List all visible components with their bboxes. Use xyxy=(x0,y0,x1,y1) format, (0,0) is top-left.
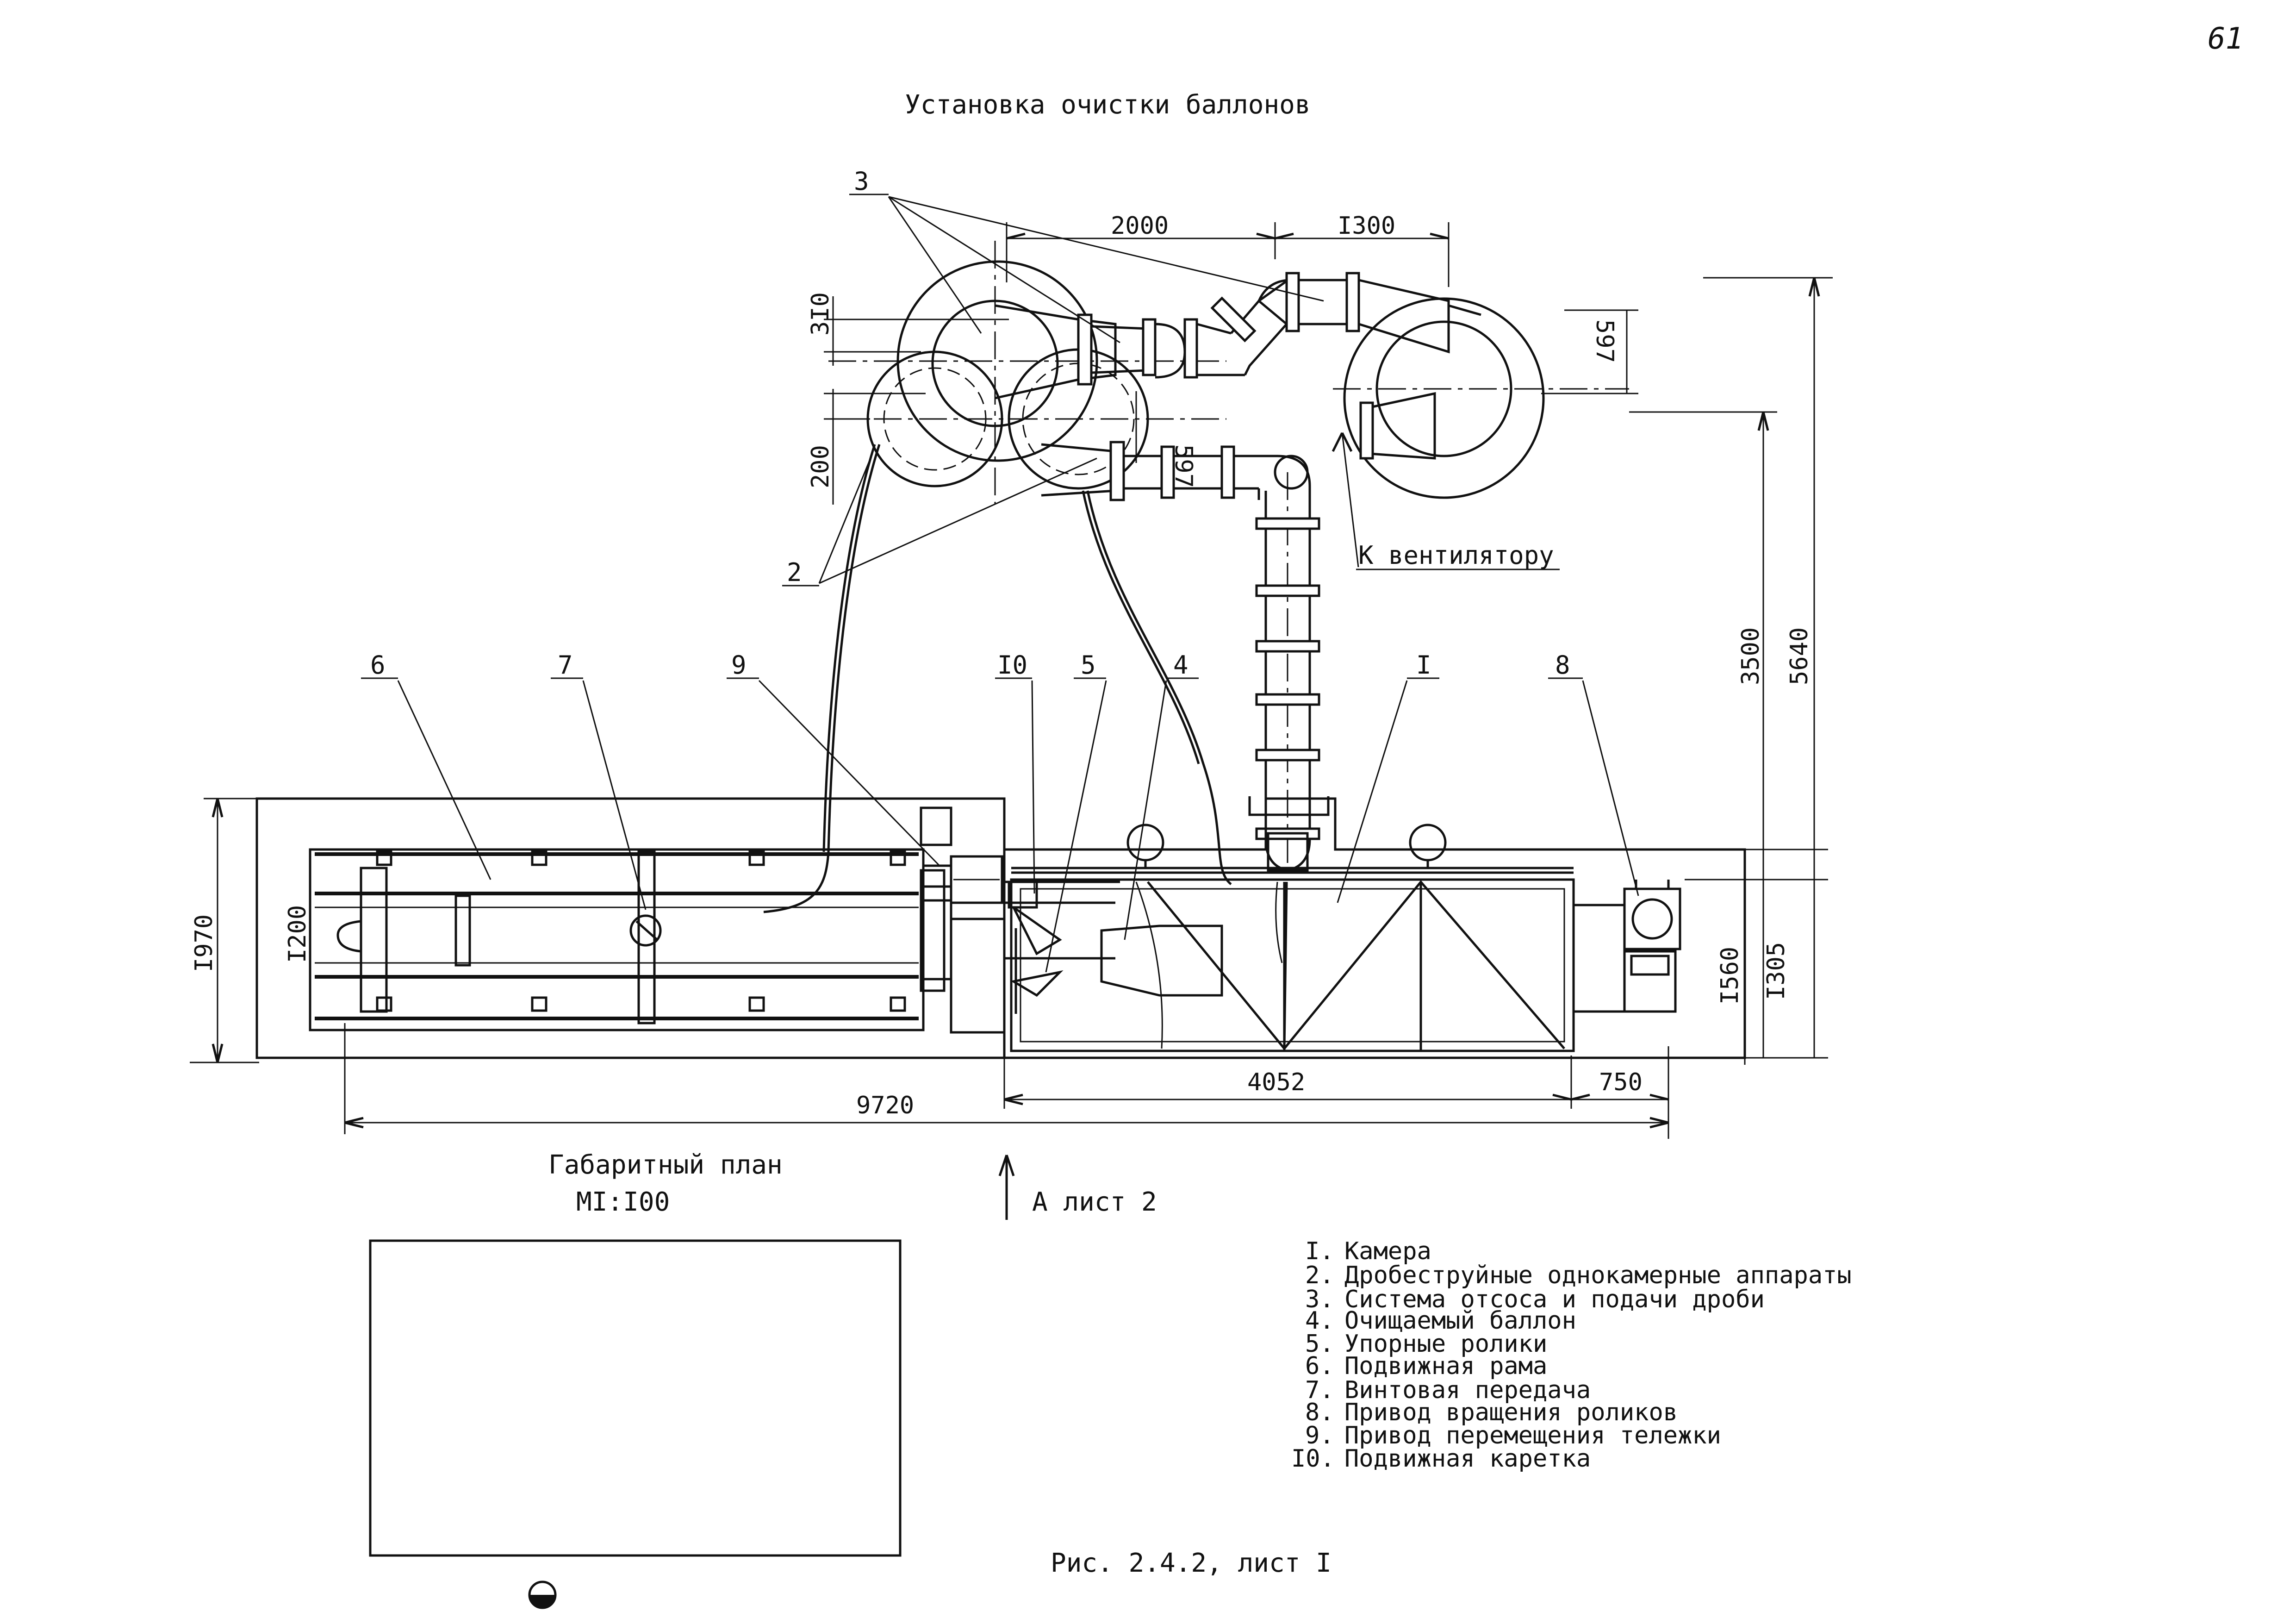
callout-9: 9 xyxy=(731,650,747,680)
stamp-icon xyxy=(528,1580,557,1609)
legend-num: 2. xyxy=(1305,1262,1334,1289)
shot-hoses xyxy=(763,444,1232,913)
dim-5640: 5640 xyxy=(1786,627,1813,685)
movable-frame xyxy=(309,848,952,1031)
callout-numbers: 3 2 6 7 9 I0 5 4 I 8 К вентилятору xyxy=(370,167,1570,680)
legend-num: 9. xyxy=(1305,1422,1334,1449)
legend-num: I. xyxy=(1305,1237,1334,1265)
roller-drive xyxy=(1572,880,1681,1013)
figure-caption: Рис. 2.4.2, лист I xyxy=(1051,1548,1332,1578)
legend-num: 6. xyxy=(1305,1352,1334,1380)
legend: I. Камера 2. Дробеструйные однокамерные … xyxy=(1291,1237,1852,1473)
callout-1: I xyxy=(1416,650,1431,680)
dimension-values: 2000 I300 3I0 200 597 597 3500 5640 I970… xyxy=(190,212,1813,1119)
callout-8: 8 xyxy=(1555,650,1570,680)
dim-1970: I970 xyxy=(190,914,218,972)
dim-1305: I305 xyxy=(1762,942,1790,1000)
callout-5: 5 xyxy=(1081,650,1096,680)
dim-9720: 9720 xyxy=(856,1092,914,1119)
drawing-title: Установка очистки баллонов xyxy=(905,90,1311,120)
dim-597-right: 597 xyxy=(1591,319,1618,363)
chamber xyxy=(1010,824,1575,1052)
shot-suction-system xyxy=(828,241,1629,872)
legend-text: Привод перемещения тележки xyxy=(1344,1422,1721,1449)
dim-1200: I200 xyxy=(284,905,311,963)
legend-text: Винтовая передача xyxy=(1344,1376,1591,1404)
legend-text: Привод вращения роликов xyxy=(1344,1399,1678,1426)
legend-text: Подвижная рама xyxy=(1344,1352,1547,1380)
dim-3500: 3500 xyxy=(1737,627,1765,685)
empty-frame xyxy=(369,1239,902,1557)
view-label: А лист 2 xyxy=(1032,1187,1157,1217)
legend-num: 3. xyxy=(1305,1286,1334,1313)
dim-1300: I300 xyxy=(1338,212,1395,240)
legend-text: Система отсоса и подачи дроби xyxy=(1344,1286,1765,1313)
callout-6: 6 xyxy=(370,650,386,680)
dim-750: 750 xyxy=(1599,1068,1643,1096)
legend-num: 5. xyxy=(1305,1330,1334,1358)
layout-plan-label: Габаритный план xyxy=(548,1150,783,1180)
dim-2000: 2000 xyxy=(1111,212,1169,240)
dim-200: 200 xyxy=(807,445,834,488)
callout-10: I0 xyxy=(997,650,1027,680)
dim-1560: I560 xyxy=(1716,947,1744,1005)
carriage-drive xyxy=(920,806,1006,1034)
to-fan-label: К вентилятору xyxy=(1358,541,1554,570)
callout-4: 4 xyxy=(1173,650,1188,680)
legend-num: 7. xyxy=(1305,1376,1334,1404)
dim-4052: 4052 xyxy=(1247,1068,1305,1096)
callout-leaders xyxy=(361,194,1639,973)
dim-597-left: 597 xyxy=(1170,444,1197,488)
legend-text: Подвижная каретка xyxy=(1344,1445,1591,1473)
callout-7: 7 xyxy=(558,650,573,680)
carriage-and-rollers xyxy=(1004,881,1223,1014)
legend-text: Очищаемый баллон xyxy=(1344,1307,1576,1335)
legend-num: I0. xyxy=(1291,1445,1335,1473)
page-number: 61 xyxy=(2208,22,2243,56)
legend-num: 4. xyxy=(1305,1307,1334,1335)
dimension-lines xyxy=(190,222,1833,1220)
legend-text: Упорные ролики xyxy=(1344,1330,1547,1358)
legend-text: Камера xyxy=(1344,1237,1431,1265)
scale-label: МI:I00 xyxy=(576,1187,670,1217)
callout-2: 2 xyxy=(787,558,802,587)
dim-310: 3I0 xyxy=(807,292,834,336)
legend-num: 8. xyxy=(1305,1399,1334,1426)
legend-text: Дробеструйные однокамерные аппараты xyxy=(1344,1262,1852,1289)
callout-3: 3 xyxy=(854,167,869,196)
